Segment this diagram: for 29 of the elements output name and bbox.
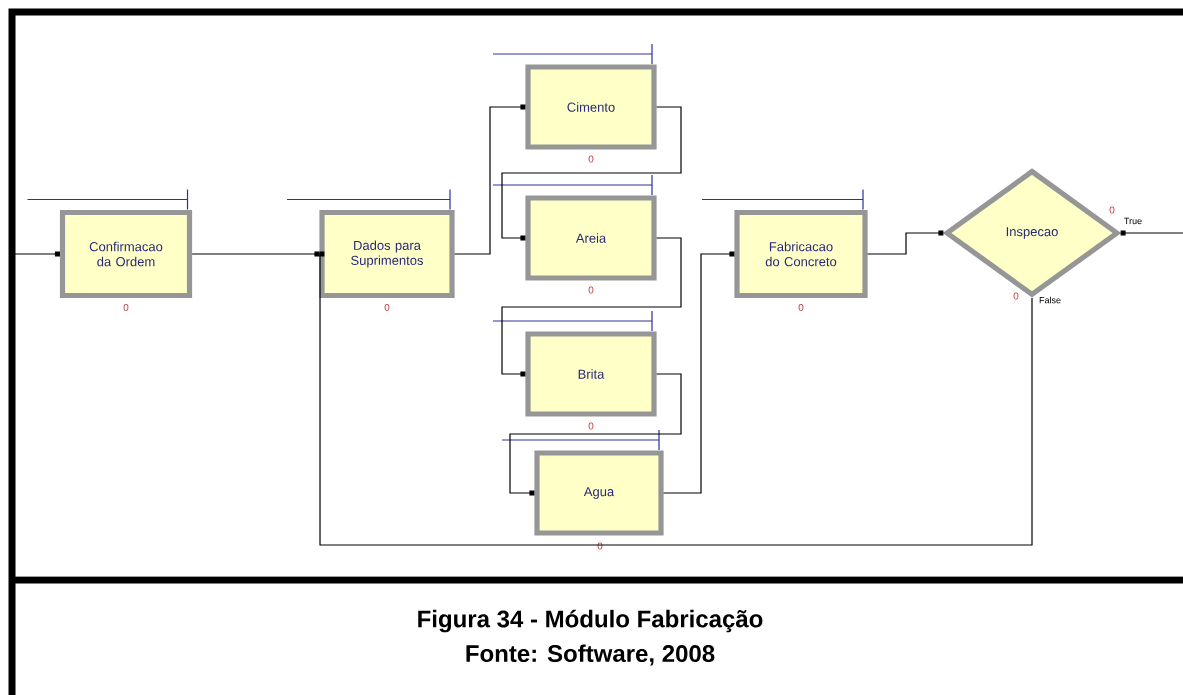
counter: 0 xyxy=(382,301,392,314)
process-box: Dados para Suprimentos xyxy=(319,209,455,299)
counter: 0 xyxy=(586,284,596,296)
counter: 0 xyxy=(586,420,596,432)
process-box: Brita xyxy=(525,331,657,417)
connector xyxy=(663,251,735,494)
connector xyxy=(454,104,526,255)
counter: 0 xyxy=(595,540,605,552)
connector xyxy=(13,251,60,257)
caption: Figura 34 - Módulo Fabricação xyxy=(418,609,763,633)
source-note: Fonte: Software, 2008 xyxy=(466,644,715,666)
edge-label: False xyxy=(1038,295,1062,305)
edge-label: True xyxy=(1122,216,1144,226)
counter: 0 xyxy=(121,301,131,314)
counter: 0 xyxy=(796,301,806,314)
connector xyxy=(867,230,944,255)
connector xyxy=(191,251,320,257)
counter: 0 xyxy=(1107,204,1117,216)
process-box: Fabricacao do Concreto xyxy=(734,209,868,299)
connector xyxy=(501,106,682,241)
process-box: Agua xyxy=(534,450,664,536)
process-box: Confirmacao da Ordem xyxy=(59,209,193,299)
connector xyxy=(319,251,1033,546)
connector xyxy=(509,373,682,496)
process-box: Cimento xyxy=(525,64,657,150)
process-box: Areia xyxy=(525,195,657,281)
connector xyxy=(1120,230,1183,236)
connector xyxy=(501,237,682,377)
counter: 0 xyxy=(586,153,596,165)
